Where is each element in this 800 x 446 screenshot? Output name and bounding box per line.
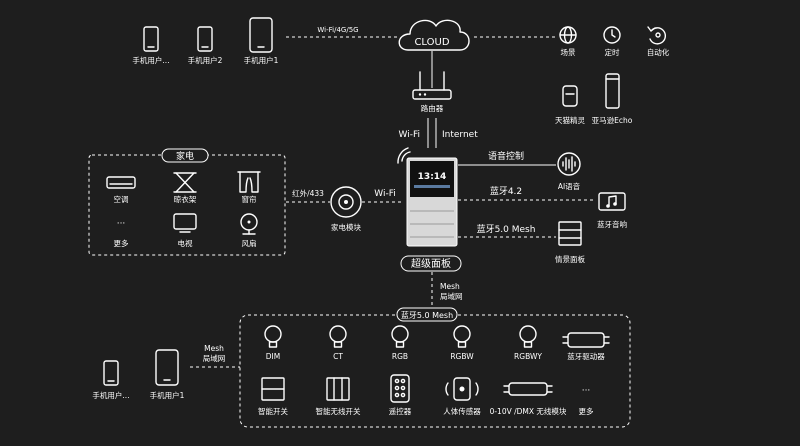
super-panel-badge (400, 255, 462, 272)
curtain-icon (237, 171, 261, 193)
more-ellipsis: ··· (117, 219, 126, 229)
super-panel-title: 超级面板 (411, 257, 451, 270)
automation-icon (647, 26, 666, 45)
panel-status-bar (414, 185, 450, 188)
wifi2-label: Wi-Fi (374, 189, 395, 199)
music-player-icon (598, 192, 626, 211)
appliances-title: 家电 (176, 150, 194, 162)
echo-speaker-icon (605, 73, 620, 109)
smart-switch-icon (261, 377, 285, 401)
mesh-device-group (239, 314, 631, 428)
rgb-label: RGB (392, 352, 408, 361)
tv-label: 电视 (178, 238, 193, 248)
wireless-switch-icon (326, 377, 350, 401)
router-label: 路由器 (421, 103, 444, 113)
human-sensor-label: 人体传感器 (443, 406, 481, 416)
echo-label: 亚马逊Echo (592, 115, 633, 125)
bulb-icon (519, 325, 537, 348)
wifi-band-label: Wi-Fi/4G/5G (317, 26, 358, 34)
lan-label: 局域网 (440, 291, 463, 301)
voice-wave-icon (557, 152, 581, 176)
wireless-signal-icon (401, 151, 411, 162)
bt-driver-label: 蓝牙驱动器 (567, 351, 605, 361)
air-conditioner-icon (106, 176, 136, 189)
dmx-module-label: 0-10V /DMX 无线模块 (490, 406, 567, 416)
mesh2-label: Mesh (204, 344, 224, 353)
phone-icon (197, 26, 213, 52)
ac-label: 空调 (114, 194, 129, 204)
automation-label: 自动化 (647, 47, 670, 57)
clock-icon (603, 26, 621, 44)
bt42-label: 蓝牙4.2 (490, 185, 522, 197)
wireless-signal-icon (397, 147, 409, 164)
scene-panel-icon (558, 221, 582, 246)
dmx-module-icon (503, 382, 553, 396)
rgbw-label: RGBW (450, 352, 474, 361)
curtain-label: 窗帘 (242, 194, 257, 204)
more2-ellipsis: ··· (582, 386, 591, 396)
ai-voice-label: AI语音 (558, 181, 581, 191)
bulb-icon (329, 325, 347, 348)
bt-driver-icon (562, 332, 610, 348)
wifi-label: Wi-Fi (399, 130, 420, 140)
remote-control-icon (390, 374, 410, 403)
tmall-label: 天猫精灵 (555, 115, 585, 125)
rack-label: 晾衣架 (174, 194, 197, 204)
motion-sensor-icon (445, 377, 479, 401)
bt-speaker-label: 蓝牙音响 (597, 219, 627, 229)
wireless-switch-label: 智能无线开关 (316, 406, 361, 416)
ir433-label: 红外/433 (292, 188, 324, 198)
globe-icon (559, 26, 577, 44)
smart-speaker-icon (562, 85, 578, 107)
smart-switch-label: 智能开关 (258, 406, 288, 416)
router-icon (412, 71, 452, 100)
remote-label: 遥控器 (389, 406, 412, 416)
voice-control-label: 语音控制 (488, 150, 524, 162)
scene-label: 场景 (561, 48, 576, 57)
more-label: 更多 (114, 238, 129, 248)
tablet-icon (155, 349, 179, 386)
ct-label: CT (333, 352, 343, 361)
appliances-badge (161, 148, 209, 163)
panel-time: 13:14 (418, 172, 447, 182)
bulb-icon (453, 325, 471, 348)
internet-label: Internet (442, 130, 478, 140)
mesh-label: Mesh (440, 282, 460, 291)
dim-label: DIM (266, 352, 280, 361)
tablet-icon (249, 17, 273, 53)
clothes-rack-icon (173, 172, 197, 193)
more2-label: 更多 (579, 406, 594, 416)
appliance-module-icon (330, 186, 362, 218)
rgbwy-label: RGBWY (514, 352, 542, 361)
phone-label: 手机用户2 (188, 55, 223, 65)
appliance-module-label: 家电模块 (331, 222, 361, 232)
bulb-icon (391, 325, 409, 348)
fan-label: 风扇 (242, 238, 257, 248)
mesh-group-title: 蓝牙5.0 Mesh (401, 310, 453, 320)
cloud-label: CLOUD (414, 37, 449, 48)
lan2-label: 局域网 (203, 353, 226, 363)
phone-icon (103, 360, 119, 386)
scene-panel-label: 情景面板 (555, 254, 585, 264)
fan-icon (240, 213, 258, 235)
bulb-icon (264, 325, 282, 348)
appliances-group (88, 154, 286, 256)
cloud-icon (398, 19, 470, 51)
tv-icon (173, 213, 197, 233)
mesh-group-badge (396, 307, 458, 322)
super-panel-device (406, 157, 458, 247)
phone-icon (143, 26, 159, 52)
bt50mesh-label: 蓝牙5.0 Mesh (477, 223, 536, 235)
timer-label: 定时 (605, 47, 620, 57)
phone-label: 手机用户1 (244, 55, 279, 65)
phone-label: 手机用户1 (150, 390, 185, 400)
phone-label: 手机用户... (92, 390, 129, 400)
phone-label: 手机用户... (132, 55, 169, 65)
